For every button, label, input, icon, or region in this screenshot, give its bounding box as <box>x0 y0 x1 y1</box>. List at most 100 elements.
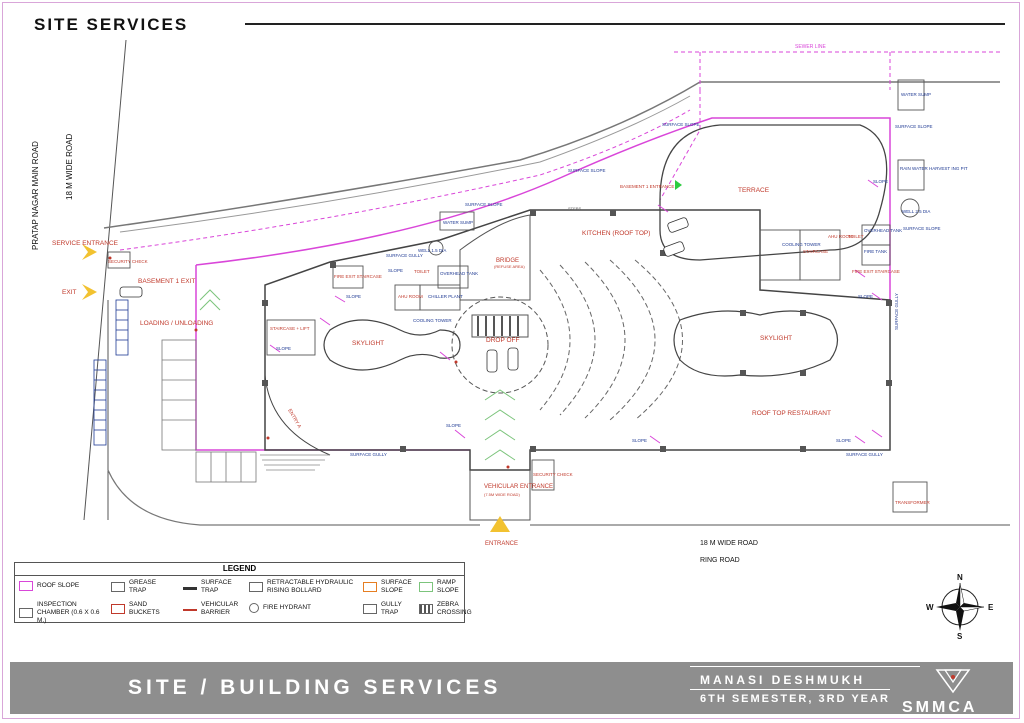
well-right-label: WELL 2.5 DIA <box>902 209 930 214</box>
roof-slope-icon <box>19 581 33 591</box>
toilet-right-label: TOILET <box>848 234 864 239</box>
skylight-right-shape <box>673 310 839 377</box>
rain-water-label: RAIN WATER HARVEST ING PIT <box>900 166 968 171</box>
legend-fire-hydrant: FIRE HYDRANT <box>249 603 339 613</box>
slope-label-2: SLOPE <box>346 294 361 299</box>
road-curve-left <box>107 469 480 526</box>
green-marker <box>675 180 682 190</box>
road-label-left-width: 18 M WIDE ROAD <box>65 134 74 200</box>
bollard-icon <box>249 582 263 592</box>
building-curve <box>264 374 331 456</box>
service-rooms <box>107 79 928 513</box>
slope-arrows <box>269 179 883 444</box>
security-check-left-label: SECURITY CHECK <box>108 259 148 264</box>
bridge-outline <box>459 214 531 301</box>
cooling-tower-left-label: COOLING TOWER <box>413 318 452 323</box>
footer-title: SITE / BUILDING SERVICES <box>128 676 502 699</box>
parking-left <box>93 299 129 446</box>
drop-off-circle <box>451 296 549 394</box>
surface-gully-label-3: SURFACE GULLY <box>846 452 883 457</box>
entry-a-label: ENTRY A <box>286 408 302 430</box>
surface-slope-icon <box>363 582 377 592</box>
sewer-line-diagonal <box>119 109 691 251</box>
legend-vehicular-barrier: VEHICULAR BARRIER <box>183 601 247 617</box>
road-label-bottom-width: 18 M WIDE ROAD <box>700 540 758 547</box>
fire-tank-label: FIRE TANK <box>864 249 887 254</box>
service-entrance-arrow <box>82 244 97 260</box>
road-edge-left <box>83 39 127 521</box>
fire-hydrant-icon <box>249 603 259 613</box>
compass-east: E <box>988 603 994 612</box>
slope-label-5: SLOPE <box>632 438 647 443</box>
fire-hydrants <box>108 256 510 469</box>
security-check-bottom-label: SECURITY CHECK <box>533 472 573 477</box>
footer-bar <box>10 662 1013 714</box>
skylight-right-label: SKYLIGHT <box>760 335 792 342</box>
inspection-chamber-icon <box>19 608 33 618</box>
site-boundary <box>103 81 1000 229</box>
main-entrance-label: ENTRANCE <box>485 541 518 547</box>
fire-exit-left-label: FIRE EXIT STAIRCASE <box>334 274 382 279</box>
staircase-right-label: STAIRCASE <box>803 249 828 254</box>
gully-trap-icon <box>363 604 377 614</box>
cars <box>119 217 689 373</box>
columns <box>262 210 892 452</box>
drop-off-label: DROP OFF <box>486 337 519 344</box>
ahu-room-left-label: AHU ROOM <box>398 294 423 299</box>
skylight-left-label: SKYLIGHT <box>352 340 384 347</box>
sewer-branch-2 <box>659 90 701 201</box>
slope-label-6: SLOPE <box>836 438 851 443</box>
transformer-label: TRANSFORMER <box>895 500 931 505</box>
surface-gully-label-4: SURFACE GULLY <box>894 293 899 330</box>
ramp-arrows <box>199 289 516 461</box>
slope-label-3: SLOPE <box>276 346 291 351</box>
skylight-left-shape <box>323 319 461 371</box>
legend-gully-trap: GULLY TRAP <box>363 601 415 617</box>
slope-label-7: SLOPE <box>858 294 873 299</box>
roof-top-restaurant-label: ROOF TOP RESTAURANT <box>752 410 831 417</box>
compass-west: W <box>926 603 934 612</box>
legend-roof-slope: ROOF SLOPE <box>19 581 103 591</box>
toilet-left-label: TOILET <box>414 269 430 274</box>
footer-author: MANASI DESHMUKH <box>700 673 865 687</box>
page-title: SITE SERVICES <box>34 15 189 34</box>
well-left-label: WELL 1.5 DIA <box>418 248 446 253</box>
sand-buckets-icon <box>111 604 125 614</box>
terrace-label: TERRACE <box>738 187 770 194</box>
legend-grease-trap: GREASE TRAP <box>111 579 173 595</box>
service-boundary <box>195 117 891 300</box>
kitchen-label: KITCHEN (ROOF TOP) <box>582 230 650 237</box>
main-entrance-arrow <box>490 516 510 532</box>
water-sump-right-label: WATER SUMP <box>901 92 931 97</box>
footer-rule <box>690 666 920 667</box>
exit-arrow <box>82 284 97 300</box>
surface-slope-label-1: SURFACE SLOPE <box>568 168 606 173</box>
legend-bollard: RETRACTABLE HYDRAULIC RISING BOLLARD <box>249 579 359 595</box>
cooling-tower-right-label: COOLING TOWER <box>782 242 821 247</box>
loading-label: LOADING / UNLOADING <box>140 320 213 327</box>
site-boundary-inner <box>119 95 691 233</box>
basement-exit-label: BASEMENT 1 EXIT <box>138 278 195 285</box>
ahu-room-right-label: AHU ROOM <box>828 234 853 239</box>
surface-trap-icon <box>183 587 197 590</box>
compass-north: N <box>957 573 963 582</box>
legend-ramp-slope: RAMP SLOPE <box>419 579 463 595</box>
steps <box>260 454 330 471</box>
overhead-tank-right-label: OVERHEAD TANK <box>864 228 902 233</box>
refuse-area-label: (REFUSE AREA) <box>494 264 525 269</box>
footer-semester: 6TH SEMESTER, 3RD YEAR <box>700 693 890 705</box>
water-sump-left-label: WATER SUMP <box>443 220 473 225</box>
surface-slope-label-5: SURFACE SLOPE <box>903 226 941 231</box>
parking-grey <box>161 339 257 483</box>
overhead-tank-left-label: OVERHEAD TANK <box>440 271 478 276</box>
vehicular-entrance-label: VEHICULAR ENTRANCE <box>484 484 553 490</box>
compass-south: S <box>957 632 963 641</box>
service-entrance-label: SERVICE ENTRANCE <box>52 240 119 247</box>
sewer-line-label: SEWER LINE <box>795 44 827 50</box>
surface-slope-label-3: SURFACE SLOPE <box>662 122 700 127</box>
legend-sand-buckets: SAND BUCKETS <box>111 601 177 617</box>
surface-slope-label-4: SURFACE SLOPE <box>895 124 933 129</box>
terrace-loop <box>659 124 888 261</box>
